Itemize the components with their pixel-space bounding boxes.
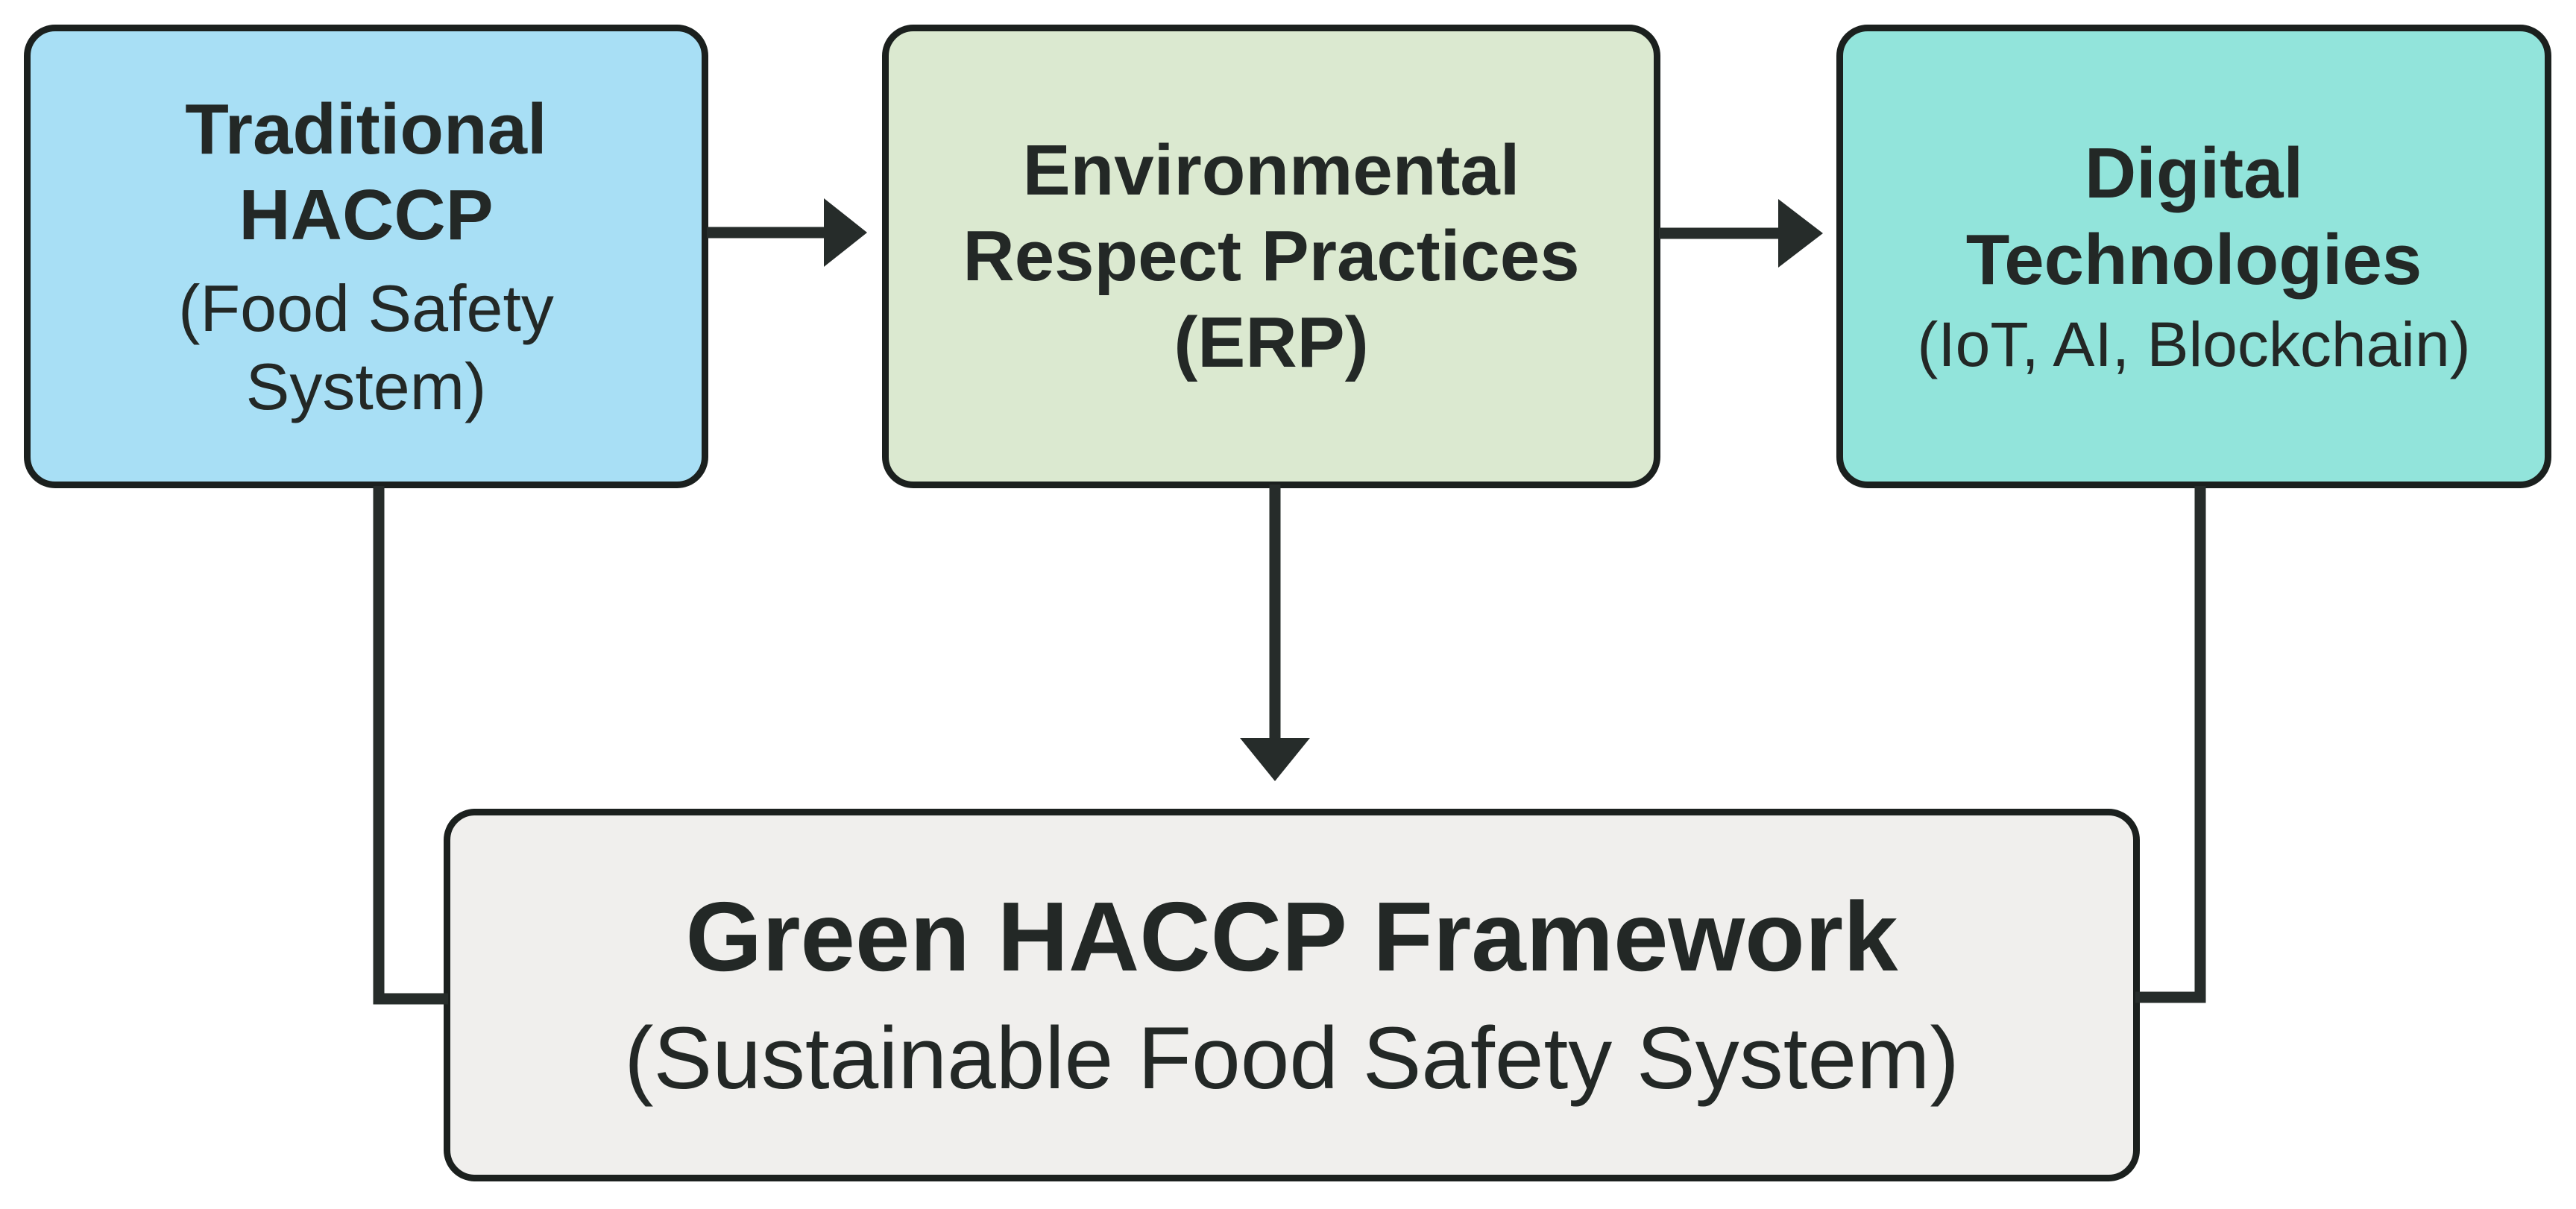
connector-traditional-to-erp (707, 198, 867, 267)
connector-digital-to-green (2135, 486, 2206, 1003)
arrow-head-icon (1778, 199, 1823, 268)
node-traditional-haccp-title: Traditional HACCP (185, 89, 547, 256)
node-erp: Environmental Respect Practices (ERP) (882, 25, 1660, 488)
node-digital-technologies: Digital Technologies (IoT, AI, Blockchai… (1836, 25, 2551, 488)
connector-erp-to-green (1240, 484, 1310, 781)
node-traditional-haccp-subtitle: (Food Safety System) (178, 271, 554, 424)
node-erp-title: Environmental Respect Practices (ERP) (963, 130, 1580, 382)
node-green-haccp-framework: Green HACCP Framework (Sustainable Food … (444, 809, 2140, 1181)
node-digital-technologies-title: Digital Technologies (1965, 133, 2422, 300)
connector-erp-to-digital (1659, 199, 1823, 268)
connector-traditional-to-green (373, 486, 448, 1005)
node-green-haccp-framework-title: Green HACCP Framework (685, 882, 1898, 991)
node-green-haccp-framework-subtitle: (Sustainable Food Safety System) (624, 1009, 1959, 1108)
node-digital-technologies-subtitle: (IoT, AI, Blockchain) (1917, 309, 2471, 379)
node-traditional-haccp: Traditional HACCP (Food Safety System) (24, 25, 708, 488)
arrow-head-icon (824, 198, 867, 267)
arrow-head-icon (1240, 738, 1310, 781)
